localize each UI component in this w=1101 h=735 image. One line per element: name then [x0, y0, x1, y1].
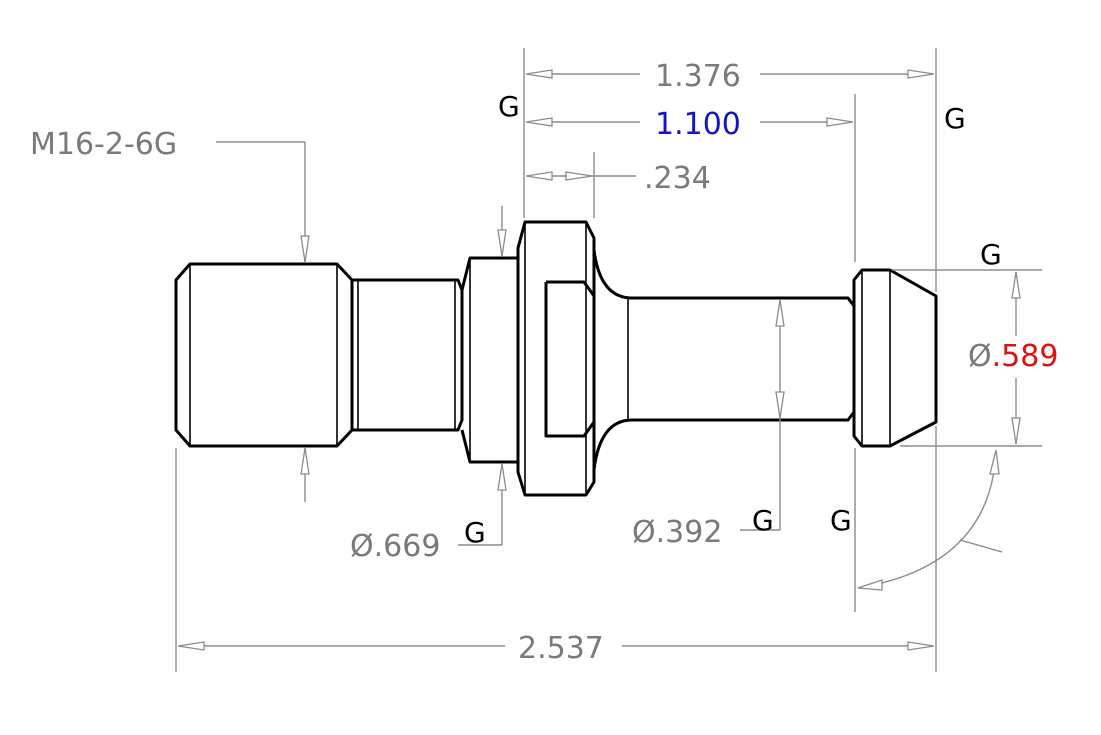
diameter-symbol: Ø — [968, 339, 992, 374]
neck-fillet — [592, 249, 633, 471]
gage-mark: G — [980, 238, 1002, 271]
gage-mark: G — [752, 504, 774, 537]
dimension-arrow — [907, 69, 935, 79]
dim-label-collar-diameter: Ø.669 — [350, 529, 440, 564]
dimension-arrow — [497, 463, 507, 491]
dim-label-234: .234 — [644, 161, 711, 196]
gage-mark: G — [464, 516, 486, 549]
angle-dim-arc — [857, 451, 997, 589]
dimension-arrow — [177, 641, 205, 651]
dimension-arrow — [525, 117, 553, 127]
dim-label-neck-diameter: Ø.392 — [632, 515, 722, 550]
dimension-arrow — [989, 449, 1000, 475]
dimension-arrow — [775, 391, 785, 419]
gage-marks: G G G G G G — [464, 90, 1002, 549]
dimension-arrow — [907, 641, 935, 651]
thread-callout: M16-2-6G — [30, 127, 177, 162]
flange-slot — [544, 280, 596, 438]
gage-mark: G — [498, 90, 520, 123]
dim-label-1100: 1.100 — [655, 107, 741, 142]
dim-label-2537: 2.537 — [518, 631, 604, 666]
dimension-arrow — [525, 171, 553, 181]
gage-mark: G — [830, 504, 852, 537]
neck — [632, 296, 856, 422]
dim-label-head-diameter: Ø.589 — [968, 339, 1058, 374]
dimension-arrow — [525, 69, 553, 79]
relief-groove — [352, 278, 464, 432]
part-outline — [174, 220, 938, 497]
dimension-arrow — [565, 171, 593, 181]
flange — [516, 220, 596, 497]
dimension-arrow — [1011, 271, 1021, 299]
dimension-arrow — [826, 117, 854, 127]
dimension-labels: M16-2-6G 1.376 1.100 .234 Ø.669 Ø.392 Ø.… — [30, 59, 1058, 666]
dimension-arrow — [300, 447, 310, 475]
dimension-arrow — [300, 235, 310, 263]
dimension-arrow — [857, 579, 883, 591]
dimension-geometry — [175, 48, 1042, 672]
head-diameter-value: .589 — [992, 339, 1059, 374]
dimension-arrow — [497, 229, 507, 257]
knob-head — [852, 268, 938, 448]
dim-label-1376: 1.376 — [655, 59, 741, 94]
gage-mark: G — [944, 102, 966, 135]
threaded-end — [174, 262, 354, 448]
angle-leader — [959, 539, 1003, 553]
dimension-arrow — [1011, 417, 1021, 445]
dimension-arrow — [775, 299, 785, 327]
